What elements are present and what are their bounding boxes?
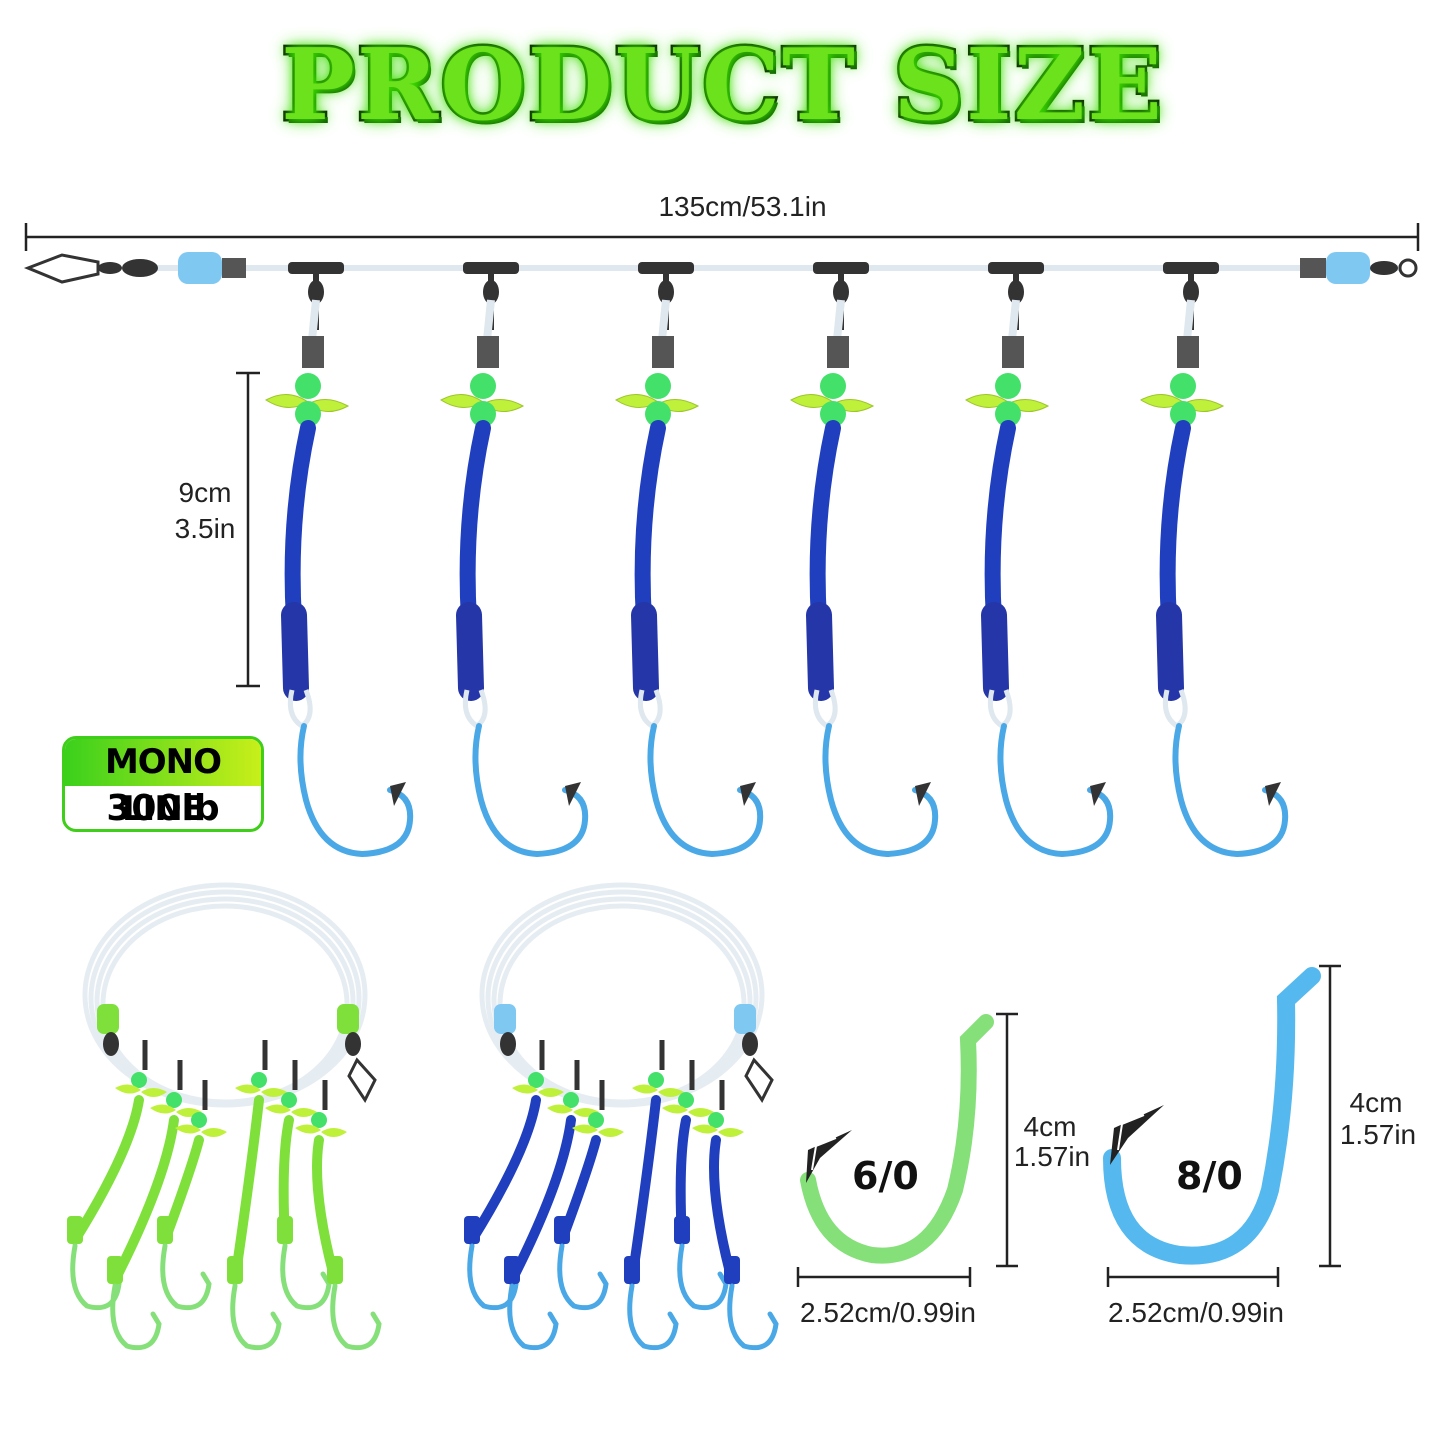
hook-8-0-width-label: 2.52cm/0.99in: [1108, 1297, 1284, 1328]
leader-2: [440, 262, 589, 858]
end-swivel-icon: [1300, 252, 1418, 284]
page-title: PRODUCT SIZE: [279, 26, 1165, 146]
hook-6-0-icon: [800, 1014, 994, 1264]
total-length-dimension-line: [24, 223, 1420, 251]
line-strength-label: 300lb: [106, 788, 220, 829]
leader-5: [965, 262, 1114, 858]
leader-length-dimension-line: [236, 371, 260, 688]
hook-6-0-width-label: 2.52cm/0.99in: [800, 1297, 976, 1328]
coiled-rig: [67, 882, 382, 1351]
hook-6-0-size-label: 6/0: [852, 1154, 919, 1198]
leader-1: [265, 262, 414, 858]
total-length-label: 135cm/53.1in: [658, 191, 827, 222]
hook-8-0-width-line: [1106, 1267, 1280, 1287]
leader-length-cm-label: 9cm: [178, 477, 232, 508]
mono-line-badge: MONO LINE 300lb: [62, 736, 264, 832]
hook-6-0-height-line: [996, 1012, 1018, 1268]
hook-6-0-height-cm-label: 4cm: [1023, 1111, 1077, 1142]
hook-8-0-height-in-label: 1.57in: [1339, 1119, 1417, 1150]
leader-group: [265, 262, 1289, 858]
hook-6-0-width-line: [796, 1267, 972, 1287]
coiled-rigs: [67, 882, 779, 1351]
leader-4: [790, 262, 939, 858]
coiled-rig: [464, 882, 779, 1351]
leader-3: [615, 262, 764, 858]
hook-8-0-height-line: [1319, 964, 1341, 1268]
leader-length-in-label: 3.5in: [174, 513, 236, 544]
leader-6: [1140, 262, 1289, 858]
mono-line-label: MONO LINE: [65, 739, 261, 829]
hook-6-0-height-in-label: 1.57in: [1013, 1141, 1091, 1172]
hook-8-0-size-label: 8/0: [1176, 1154, 1243, 1198]
hook-8-0-height-cm-label: 4cm: [1349, 1087, 1403, 1118]
snap-swivel-icon: [23, 252, 246, 284]
hook-8-0-icon: [1103, 967, 1321, 1265]
